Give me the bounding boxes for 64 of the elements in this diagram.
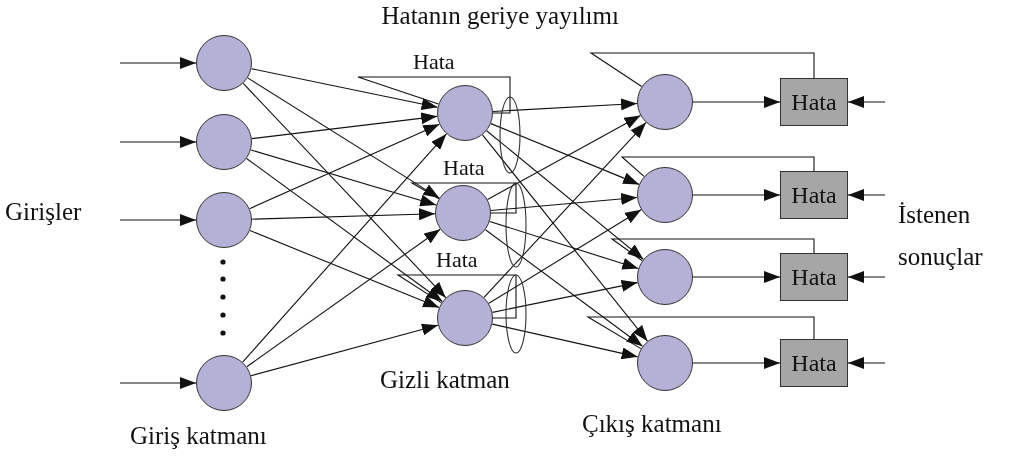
arrow bbox=[490, 123, 640, 185]
neuron-circle bbox=[437, 85, 493, 141]
arrow bbox=[492, 98, 638, 112]
layer-label: Çıkış katmanı bbox=[582, 410, 722, 438]
arrow bbox=[491, 279, 639, 313]
arrow bbox=[250, 323, 439, 377]
arrow bbox=[692, 189, 781, 201]
error-box: Hata bbox=[780, 171, 848, 219]
arrow bbox=[249, 123, 440, 210]
neuron-circle bbox=[637, 335, 693, 391]
neuron-circle bbox=[437, 290, 493, 346]
connector-line bbox=[610, 238, 815, 262]
arrow bbox=[692, 271, 781, 283]
layer-label: Girişler bbox=[5, 198, 82, 226]
arrow bbox=[119, 214, 197, 226]
arrow bbox=[488, 209, 642, 304]
arrow bbox=[247, 77, 440, 199]
arrow bbox=[246, 228, 441, 368]
arrow bbox=[251, 112, 438, 140]
arrow bbox=[847, 271, 886, 283]
arrow bbox=[692, 357, 781, 369]
arrow bbox=[484, 229, 644, 347]
layer-label: Giriş katmanı bbox=[130, 422, 267, 450]
arrow bbox=[487, 114, 641, 201]
error-box: Hata bbox=[780, 253, 848, 301]
connector-line bbox=[586, 316, 815, 350]
neuron-circle bbox=[637, 249, 693, 305]
connector-line bbox=[620, 156, 815, 177]
arrow bbox=[490, 192, 638, 212]
arrow bbox=[250, 68, 439, 110]
arrow bbox=[847, 357, 886, 369]
arrow bbox=[250, 149, 437, 207]
arrow bbox=[119, 136, 197, 148]
arrow bbox=[692, 96, 781, 108]
arrow bbox=[489, 220, 639, 270]
neuron-circle bbox=[196, 114, 252, 170]
neuron-circle bbox=[196, 192, 252, 248]
neuron-circle bbox=[637, 74, 693, 130]
arrow bbox=[481, 134, 649, 342]
arrow bbox=[119, 57, 197, 69]
connector-line bbox=[589, 52, 815, 88]
arrow bbox=[491, 323, 639, 360]
arrow bbox=[249, 230, 440, 308]
feedback-loop bbox=[396, 274, 527, 354]
diagram-title: Hatanın geriye yayılımı bbox=[381, 2, 619, 30]
feedback-loop bbox=[357, 76, 521, 174]
feedback-loop bbox=[409, 182, 527, 268]
arrow bbox=[242, 133, 447, 363]
arrow bbox=[242, 82, 447, 299]
neuron-circle bbox=[637, 167, 693, 223]
error-box: Hata bbox=[780, 78, 848, 126]
neuron-circle bbox=[196, 355, 252, 411]
arrow bbox=[847, 189, 886, 201]
arrow bbox=[119, 377, 197, 389]
neuron-circle bbox=[435, 185, 491, 241]
arrow bbox=[483, 122, 647, 298]
error-box: Hata bbox=[780, 339, 848, 387]
arrow bbox=[246, 157, 443, 303]
arrow bbox=[847, 96, 886, 108]
neuron-circle bbox=[196, 35, 252, 91]
layer-label: Gizli katman bbox=[380, 366, 510, 394]
arrow bbox=[486, 130, 644, 260]
layer-label: İstenen sonuçlar bbox=[898, 200, 984, 272]
arrow bbox=[251, 208, 436, 221]
